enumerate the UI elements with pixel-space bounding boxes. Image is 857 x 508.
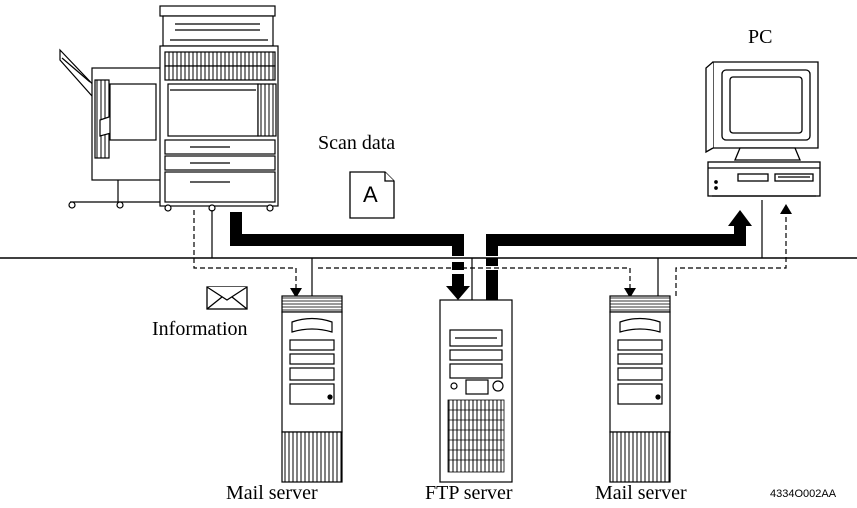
email-path-to-pc bbox=[675, 214, 787, 296]
mail-server-right-icon bbox=[609, 295, 671, 483]
mail-server-left-icon bbox=[281, 295, 343, 483]
envelope-icon bbox=[206, 286, 248, 310]
ftp-to-pc-arrow bbox=[486, 210, 752, 300]
mail-server-right-label: Mail server bbox=[595, 482, 687, 504]
figure-code: 4334O002AA bbox=[770, 488, 837, 500]
ftp-server-label: FTP server bbox=[425, 482, 513, 504]
desktop-pc-icon bbox=[705, 61, 821, 197]
ftp-server-icon bbox=[439, 299, 513, 483]
mail-server-left-label: Mail server bbox=[226, 482, 318, 504]
email-path-to-mail-server bbox=[193, 210, 297, 292]
scan-data-to-ftp-arrow bbox=[230, 212, 470, 300]
information-label: Information bbox=[152, 318, 248, 340]
pc-label: PC bbox=[748, 26, 773, 48]
scan-data-label: Scan data bbox=[318, 132, 396, 154]
document-letter: A bbox=[363, 182, 378, 207]
email-path-to-right-mail-server bbox=[318, 267, 631, 292]
copier-with-finisher-icon bbox=[59, 5, 279, 212]
document-icon bbox=[349, 171, 395, 219]
